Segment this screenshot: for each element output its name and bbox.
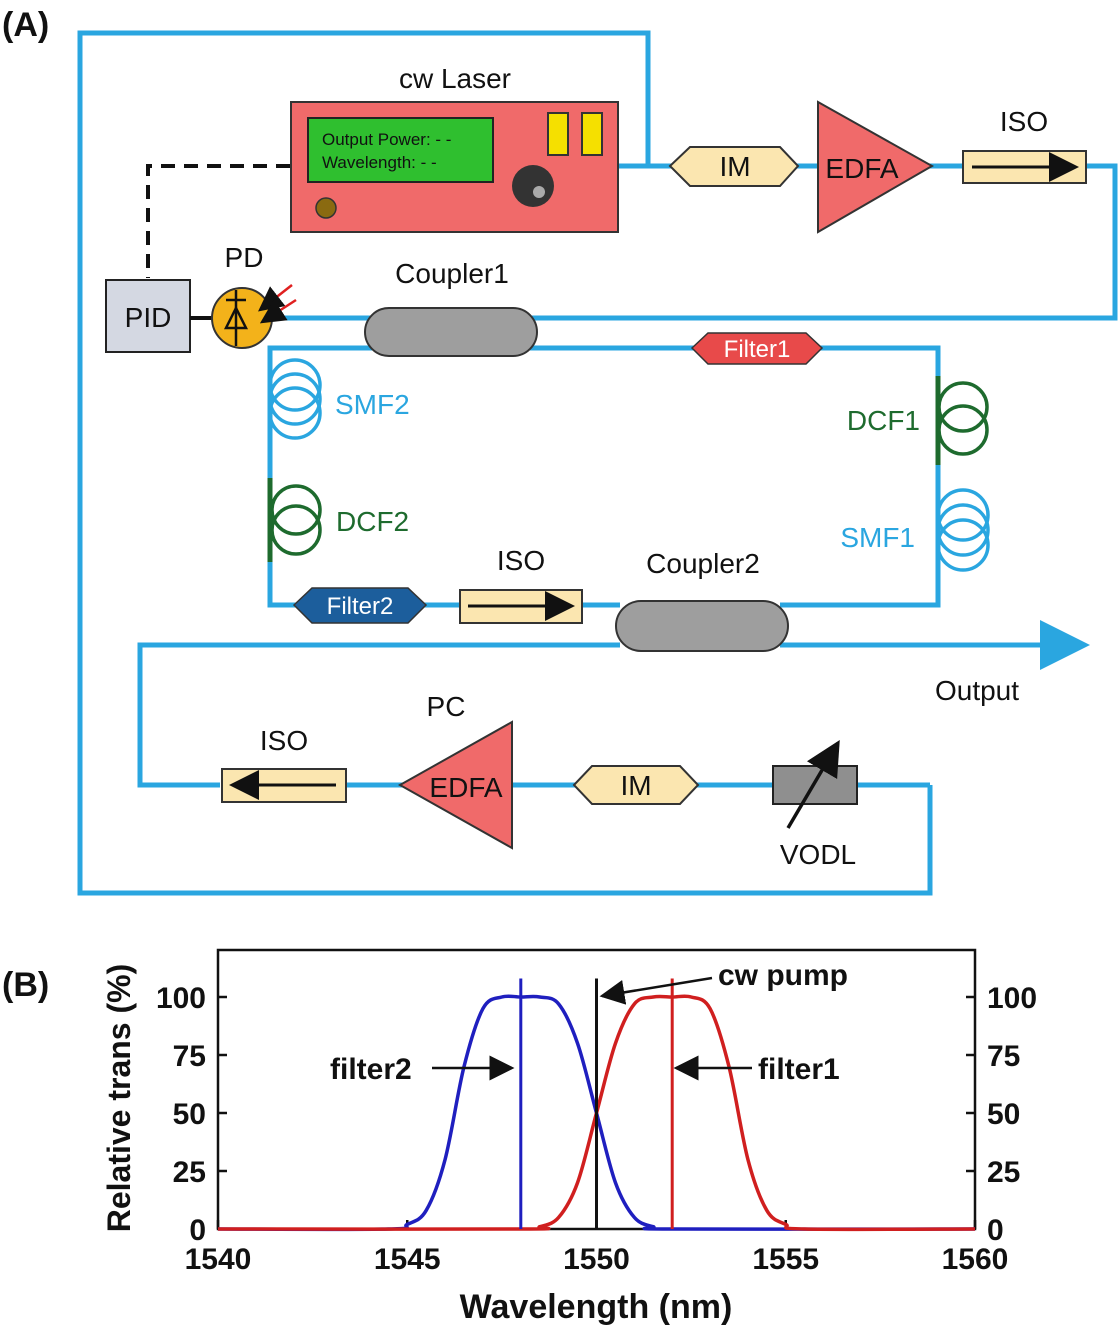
cw-laser-title: cw Laser [399, 63, 511, 94]
x-ticks: 1540 1545 1550 1555 1560 [185, 1220, 1009, 1276]
smf2-label: SMF2 [335, 389, 410, 420]
y-tick-label-right: 25 [987, 1156, 1020, 1189]
dcf2-label: DCF2 [336, 506, 409, 537]
edfa-top-label: EDFA [825, 153, 898, 184]
y-tick-label-right: 50 [987, 1098, 1020, 1131]
output-fiber [137, 642, 620, 788]
edfa-top [817, 100, 935, 234]
im-top [668, 146, 800, 187]
cw-laser-display [307, 117, 494, 183]
filter1 [690, 332, 824, 365]
y-ticks-right: 0 25 50 75 100 [966, 982, 1037, 1247]
annotation-cw-pump: cw pump [718, 959, 848, 992]
x-axis-label: Wavelength (nm) [460, 1288, 733, 1326]
filter2 [292, 587, 428, 624]
filter1-label: Filter1 [724, 336, 791, 363]
x-tick-label: 1555 [752, 1243, 819, 1276]
series-line-filter2 [217, 994, 976, 1232]
y-tick-label-left: 100 [156, 982, 206, 1015]
coupler2 [615, 600, 789, 652]
iso-bottom-label: ISO [260, 725, 308, 756]
y-axis-label: Relative trans (%) [101, 964, 137, 1233]
cw-laser-knob-dot [533, 186, 545, 198]
panel-a-label: (A) [2, 6, 49, 44]
y-tick-label-left: 0 [189, 1214, 206, 1247]
y-tick-label-left: 75 [173, 1040, 206, 1073]
panel-a: (A) cw Laser Output Power: - - Wavelengt… [2, 6, 1118, 896]
control-dashed-line [146, 164, 290, 278]
annotation-filter2: filter2 [330, 1053, 412, 1086]
panel-b-label: (B) [2, 966, 49, 1004]
annotation-cw-pump-arrow [599, 976, 713, 1005]
smf2-coil [268, 358, 322, 440]
cw-laser-display-line2: Wavelength: - - [322, 153, 437, 172]
filter2-label: Filter2 [327, 593, 394, 620]
pid-label: PID [125, 302, 172, 333]
dcf1-label: DCF1 [847, 405, 920, 436]
vertical-lines-layer [519, 978, 674, 1229]
series-line-filter1 [217, 994, 976, 1232]
coupler2-label: Coupler2 [646, 548, 760, 579]
im-bottom [572, 765, 700, 805]
y-tick-label-right: 100 [987, 982, 1037, 1015]
dcf1-coil [937, 381, 989, 456]
cw-laser-indicator [315, 197, 337, 219]
pd-light-arrows-icon [258, 284, 297, 324]
vodl-variable-arrow [786, 739, 840, 829]
x-tick-label: 1545 [374, 1243, 441, 1276]
iso-top-label: ISO [1000, 106, 1048, 137]
cw-laser-button-2 [581, 112, 603, 156]
cw-laser-button-1 [547, 112, 569, 156]
annotation-filter1: filter1 [758, 1053, 840, 1086]
x-tick-label: 1550 [563, 1243, 630, 1276]
y-tick-label-left: 50 [173, 1098, 206, 1131]
pc-label: PC [427, 691, 466, 722]
cw-laser-display-line1: Output Power: - - [322, 130, 451, 149]
smf1-label: SMF1 [840, 522, 915, 553]
pd-diode-icon [223, 290, 249, 346]
y-ticks-left: 0 25 50 75 100 [156, 982, 227, 1247]
feedback-loop-fiber [77, 30, 933, 896]
coupler1-label: Coupler1 [395, 258, 509, 289]
output-label: Output [935, 675, 1019, 706]
edfa-bottom-label: EDFA [429, 772, 502, 803]
vodl-label: VODL [780, 839, 856, 870]
dcf2-coil [270, 484, 322, 556]
ring-fiber-left [267, 345, 620, 608]
pd-label: PD [225, 242, 264, 273]
im-top-label: IM [719, 151, 750, 182]
edfa-bottom [397, 720, 513, 850]
iso-mid-label: ISO [497, 545, 545, 576]
cw-laser-knob [512, 165, 554, 207]
y-tick-label-right: 75 [987, 1040, 1020, 1073]
x-tick-label: 1560 [942, 1243, 1009, 1276]
y-tick-label-right: 0 [987, 1214, 1004, 1247]
y-tick-label-left: 25 [173, 1156, 206, 1189]
im-bottom-label: IM [620, 770, 651, 801]
x-tick-label: 1540 [185, 1243, 252, 1276]
smf1-coil [936, 488, 990, 572]
series-layer [217, 994, 976, 1232]
coupler1 [364, 307, 538, 357]
